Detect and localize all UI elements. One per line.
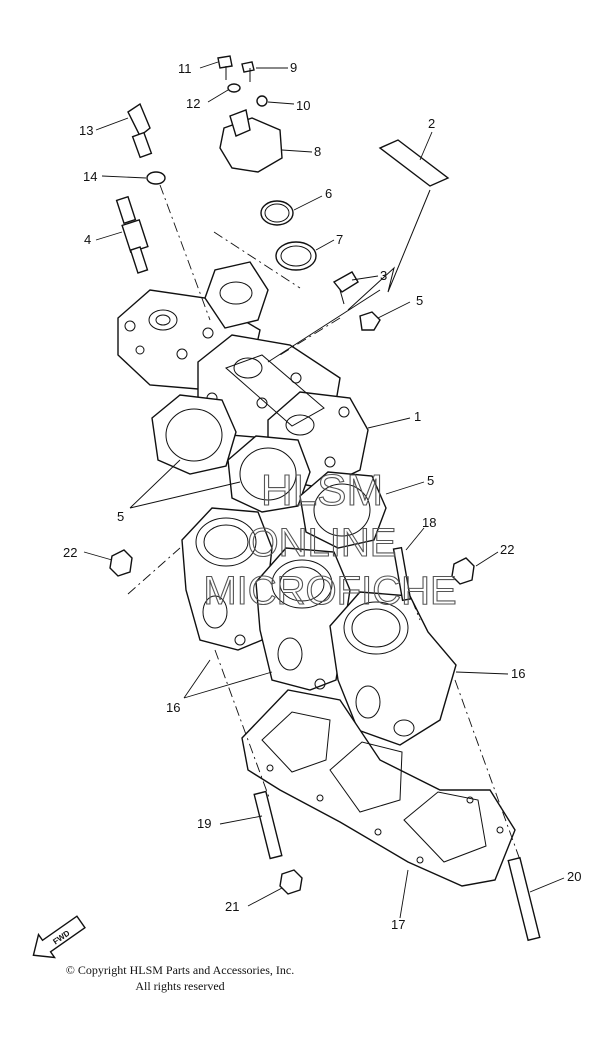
copyright-line-1: © Copyright HLSM Parts and Accessories, … [65, 963, 295, 977]
callout-12: 11 [178, 61, 192, 76]
watermark-line-1: HLSM [261, 466, 383, 515]
callout-14: 13 [79, 123, 93, 138]
watermark-line-3: MICROFICHE [203, 569, 456, 613]
callout-16-left: 16 [166, 700, 180, 715]
callout-19: 19 [197, 816, 211, 831]
fwd-arrow: FWD [32, 915, 86, 959]
callout-7: 6 [325, 186, 332, 201]
callout-22-left: 22 [63, 545, 77, 560]
callout-17: 17 [391, 917, 405, 932]
callout-5-right: 5 [427, 473, 434, 488]
callout-3: 3 [380, 268, 387, 283]
callout-15: 14 [83, 169, 97, 184]
callout-4: 4 [84, 232, 91, 247]
hardware [109, 55, 541, 942]
callout-2: 2 [428, 116, 435, 131]
callout-20: 20 [567, 869, 581, 884]
base-gasket [241, 689, 516, 887]
callout-13: 12 [186, 96, 200, 111]
callout-9: 8 [314, 144, 321, 159]
callout-labels: 11 9 12 10 13 2 8 14 6 4 7 3 5 1 5 5 18 … [63, 60, 581, 932]
watermark: HLSM ONLINE MICROFICHE [203, 465, 457, 613]
copyright-line-2: All rights reserved [135, 979, 225, 993]
callout-10: 9 [290, 60, 297, 75]
callout-21: 21 [225, 899, 239, 914]
assembly-guides [127, 184, 521, 861]
cylinder-heads [117, 261, 369, 489]
callout-18: 18 [422, 515, 436, 530]
head-gaskets [151, 394, 387, 549]
callout-5-left: 5 [117, 509, 124, 524]
callout-22-right: 22 [500, 542, 514, 557]
callout-8: 7 [336, 232, 343, 247]
callout-16-right: 16 [511, 666, 525, 681]
leader-lines [83, 61, 565, 919]
callout-6: 5 [416, 293, 423, 308]
callout-11: 10 [296, 98, 310, 113]
copyright-notice: © Copyright HLSM Parts and Accessories, … [0, 962, 360, 994]
callout-1: 1 [414, 409, 421, 424]
watermark-line-2: ONLINE [248, 521, 397, 565]
cylinders [181, 507, 457, 746]
